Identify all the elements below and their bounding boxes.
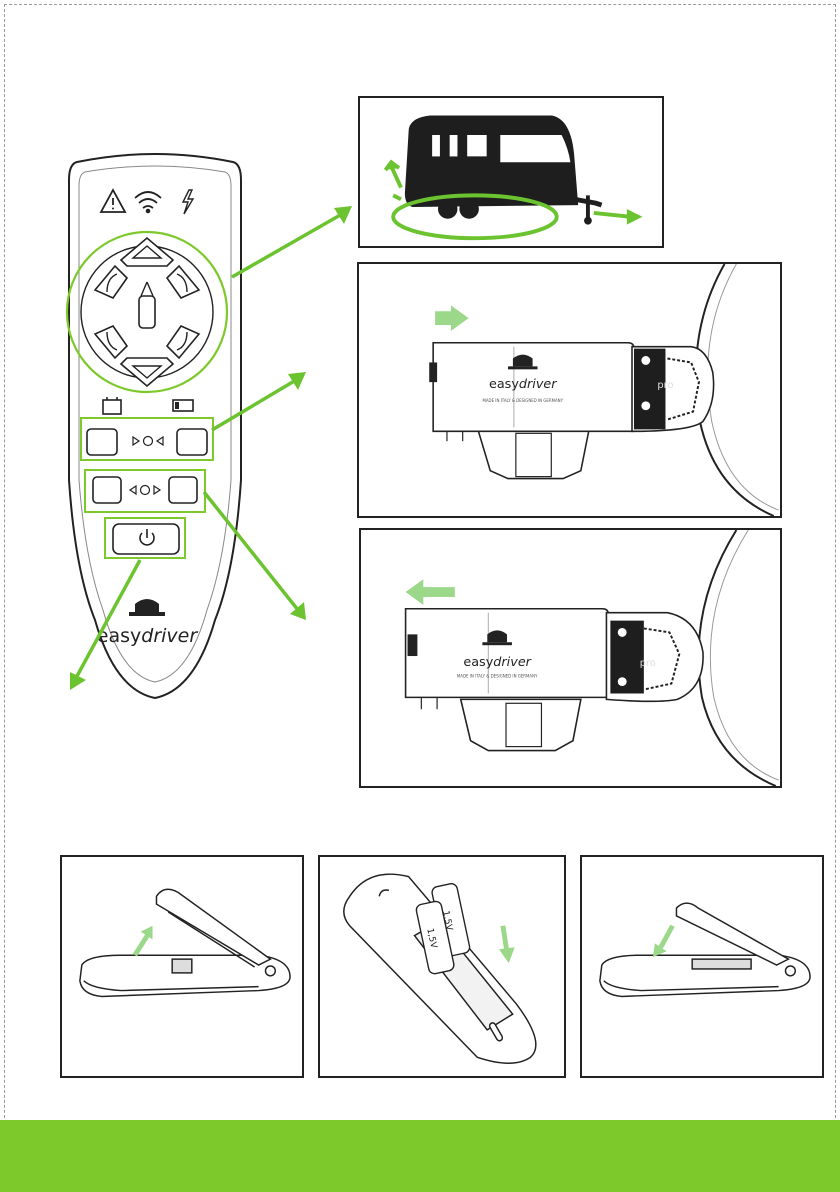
remote-side-close-illustration (600, 903, 810, 996)
caravan-maneuver-panel (358, 96, 664, 248)
close-down-arrow-icon (653, 926, 673, 957)
svg-text:MADE IN ITALY & DESIGNED IN GE: MADE IN ITALY & DESIGNED IN GERMANY (482, 398, 563, 403)
engage-panel: easydriver MADE IN ITALY & DESIGNED IN G… (357, 262, 782, 518)
footer-bar (0, 1120, 840, 1192)
open-up-arrow-icon (135, 926, 153, 955)
svg-text:easydriver: easydriver (489, 377, 557, 392)
disengage-panel: easydriver MADE IN ITALY & DESIGNED IN G… (359, 528, 782, 788)
drive-unit-illustration-disengaged: easydriver MADE IN ITALY & DESIGNED IN G… (406, 609, 703, 751)
disengage-direction-arrow-icon (406, 579, 455, 605)
battery-step-insert-panel: 1,5V 1,5V (318, 855, 566, 1078)
svg-text:pro: pro (640, 658, 656, 669)
engage-right-button[interactable] (177, 429, 207, 455)
svg-text:pro: pro (657, 380, 673, 391)
svg-text:easydriver: easydriver (463, 655, 531, 670)
disengage-right-button[interactable] (169, 477, 197, 503)
disengage-left-button[interactable] (93, 477, 121, 503)
engage-left-button[interactable] (87, 429, 117, 455)
drive-unit-illustration: easydriver MADE IN ITALY & DESIGNED IN G… (429, 343, 713, 479)
battery-step-open-panel (60, 855, 304, 1078)
power-button[interactable] (113, 524, 179, 554)
insert-down-arrow-icon (499, 926, 515, 963)
svg-text:easydriver: easydriver (97, 625, 199, 647)
forward-arrow-icon (594, 209, 643, 225)
caravan-illustration (405, 116, 602, 225)
remote-control: easydriver (55, 150, 255, 710)
engage-direction-arrow-icon (435, 305, 468, 331)
battery-step-close-panel (580, 855, 824, 1078)
svg-text:MADE IN ITALY & DESIGNED IN GE: MADE IN ITALY & DESIGNED IN GERMANY (457, 674, 538, 679)
remote-side-open-illustration (80, 889, 290, 996)
